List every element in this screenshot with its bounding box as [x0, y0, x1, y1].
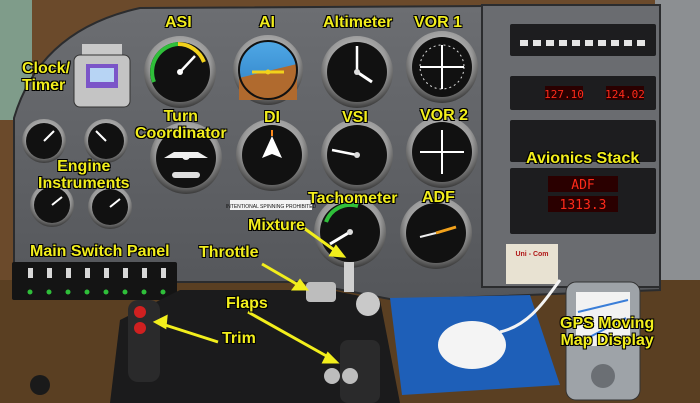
adf-frequency-text: 1313.3: [560, 198, 607, 213]
rudder-pedal: [30, 375, 50, 395]
label-gps: GPS Moving Map Display: [560, 315, 655, 349]
vor2-gauge: [406, 116, 478, 188]
adf-gauge: [400, 197, 472, 269]
nav-active-freq: 127.10: [544, 88, 584, 101]
turn-coordinator-gauge: [150, 122, 222, 194]
label-tachometer: Tachometer: [308, 190, 398, 207]
unicom-brand-text: Uni - Com: [515, 251, 548, 258]
label-vor1: VOR 1: [414, 14, 463, 31]
label-turn-coordinator: Turn Coordinator: [135, 108, 227, 142]
label-di: DI: [264, 109, 280, 126]
vor1-gauge: [406, 31, 478, 103]
label-clock-timer: Clock/ Timer: [22, 60, 71, 94]
adf-display-text: ADF: [571, 178, 595, 193]
mouse-cable: [499, 279, 562, 334]
label-altimeter: Altimeter: [323, 14, 393, 31]
gps-device: [565, 281, 641, 401]
directional-indicator-gauge: [236, 119, 308, 191]
throttle-quadrant: [110, 262, 400, 403]
unicom-sticker: [506, 244, 558, 284]
label-adf: ADF: [422, 189, 455, 206]
vsi-gauge: [321, 119, 393, 191]
asi-gauge: [144, 36, 216, 108]
placard-text: INTENTIONAL SPINNING PROHIBITED: [226, 204, 317, 210]
attitude-indicator-gauge: [233, 35, 303, 105]
label-main-switch-panel: Main Switch Panel: [30, 243, 170, 260]
avionics-radios: [510, 24, 656, 234]
label-vor2: VOR 2: [420, 107, 469, 124]
callout-arrows: [152, 224, 347, 364]
label-avionics-stack: Avionics Stack: [526, 150, 640, 167]
label-flaps: Flaps: [226, 295, 268, 312]
label-ai: AI: [259, 14, 275, 31]
label-throttle: Throttle: [199, 244, 259, 261]
engine-instruments-cluster: [22, 119, 132, 229]
main-switch-panel: [12, 262, 177, 300]
label-vsi: VSI: [342, 109, 368, 126]
placard: [230, 200, 312, 210]
label-engine-instruments: Engine Instruments: [38, 158, 130, 192]
clock-timer-instrument: [73, 44, 131, 108]
label-trim: Trim: [222, 330, 256, 347]
label-asi: ASI: [165, 14, 192, 31]
nav-standby-freq: 124.02: [605, 88, 645, 101]
label-mixture: Mixture: [248, 217, 305, 234]
mouse: [438, 321, 506, 369]
altimeter-gauge: [321, 36, 393, 108]
